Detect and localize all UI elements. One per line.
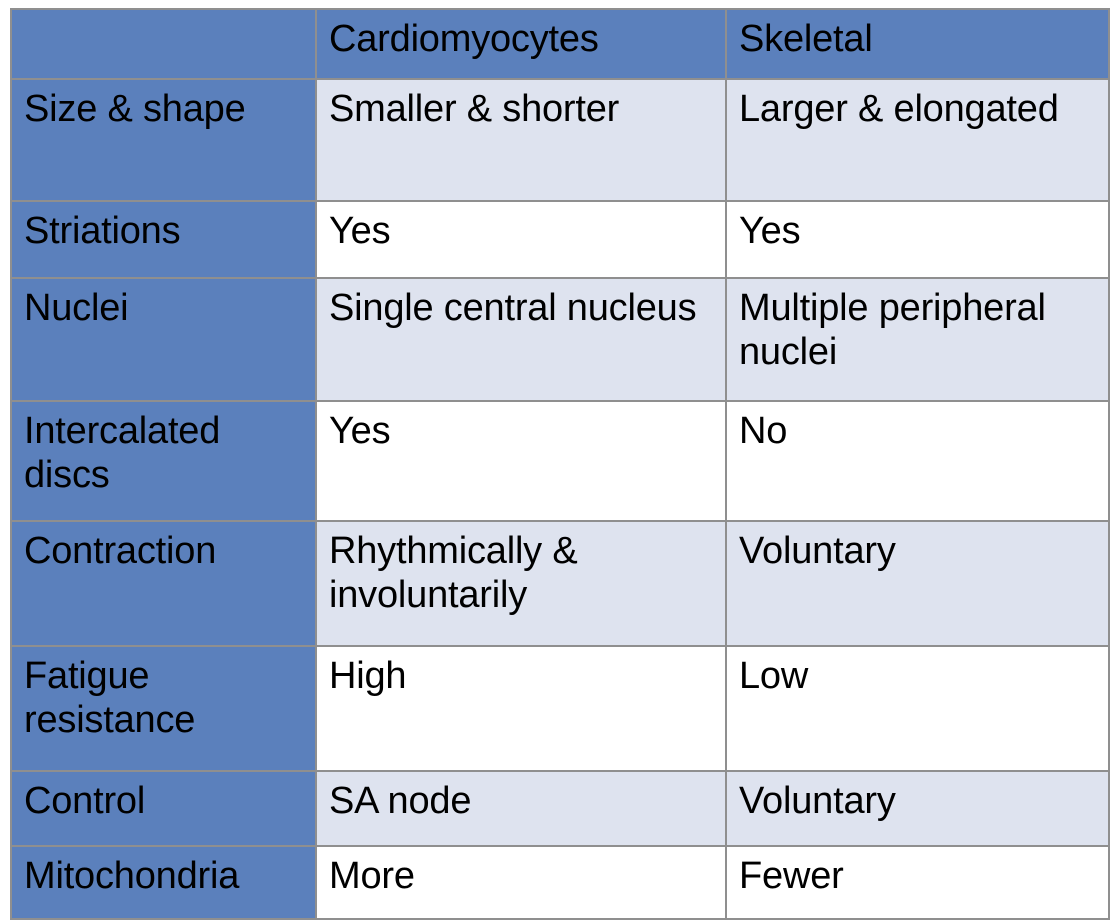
row-label-fatigue-resistance: Fatigue resistance (10, 645, 317, 772)
header-cell-skeletal: Skeletal (725, 8, 1110, 80)
row-label-striations: Striations (10, 200, 317, 279)
table-row: Control SA node Voluntary (10, 770, 1110, 847)
header-cell-blank (10, 8, 317, 80)
cell-cardiomyocytes-mitochondria: More (315, 845, 727, 920)
cell-skeletal-fatigue-resistance: Low (725, 645, 1110, 772)
cell-cardiomyocytes-intercalated-discs: Yes (315, 400, 727, 522)
row-label-control: Control (10, 770, 317, 847)
row-label-contraction: Contraction (10, 520, 317, 647)
table-row: Fatigue resistance High Low (10, 645, 1110, 772)
cell-skeletal-mitochondria: Fewer (725, 845, 1110, 920)
cell-cardiomyocytes-control: SA node (315, 770, 727, 847)
comparison-table-container: Cardiomyocytes Skeletal Size & shape Sma… (10, 8, 1110, 920)
table-row: Contraction Rhythmically & involuntarily… (10, 520, 1110, 647)
cell-cardiomyocytes-size-shape: Smaller & shorter (315, 78, 727, 202)
cell-cardiomyocytes-fatigue-resistance: High (315, 645, 727, 772)
cell-cardiomyocytes-striations: Yes (315, 200, 727, 279)
cell-skeletal-intercalated-discs: No (725, 400, 1110, 522)
table-row: Mitochondria More Fewer (10, 845, 1110, 920)
cell-skeletal-control: Voluntary (725, 770, 1110, 847)
comparison-table: Cardiomyocytes Skeletal Size & shape Sma… (10, 8, 1110, 920)
table-row: Size & shape Smaller & shorter Larger & … (10, 78, 1110, 202)
row-label-size-shape: Size & shape (10, 78, 317, 202)
row-label-nuclei: Nuclei (10, 277, 317, 402)
row-label-mitochondria: Mitochondria (10, 845, 317, 920)
cell-cardiomyocytes-nuclei: Single central nucleus (315, 277, 727, 402)
row-label-intercalated-discs: Intercalated discs (10, 400, 317, 522)
table-row: Striations Yes Yes (10, 200, 1110, 279)
header-row: Cardiomyocytes Skeletal (10, 8, 1110, 80)
table-row: Nuclei Single central nucleus Multiple p… (10, 277, 1110, 402)
table-row: Intercalated discs Yes No (10, 400, 1110, 522)
cell-skeletal-contraction: Voluntary (725, 520, 1110, 647)
table-body: Size & shape Smaller & shorter Larger & … (10, 78, 1110, 920)
cell-cardiomyocytes-contraction: Rhythmically & involuntarily (315, 520, 727, 647)
cell-skeletal-nuclei: Multiple peripheral nuclei (725, 277, 1110, 402)
header-cell-cardiomyocytes: Cardiomyocytes (315, 8, 727, 80)
table-header: Cardiomyocytes Skeletal (10, 8, 1110, 80)
cell-skeletal-size-shape: Larger & elongated (725, 78, 1110, 202)
cell-skeletal-striations: Yes (725, 200, 1110, 279)
